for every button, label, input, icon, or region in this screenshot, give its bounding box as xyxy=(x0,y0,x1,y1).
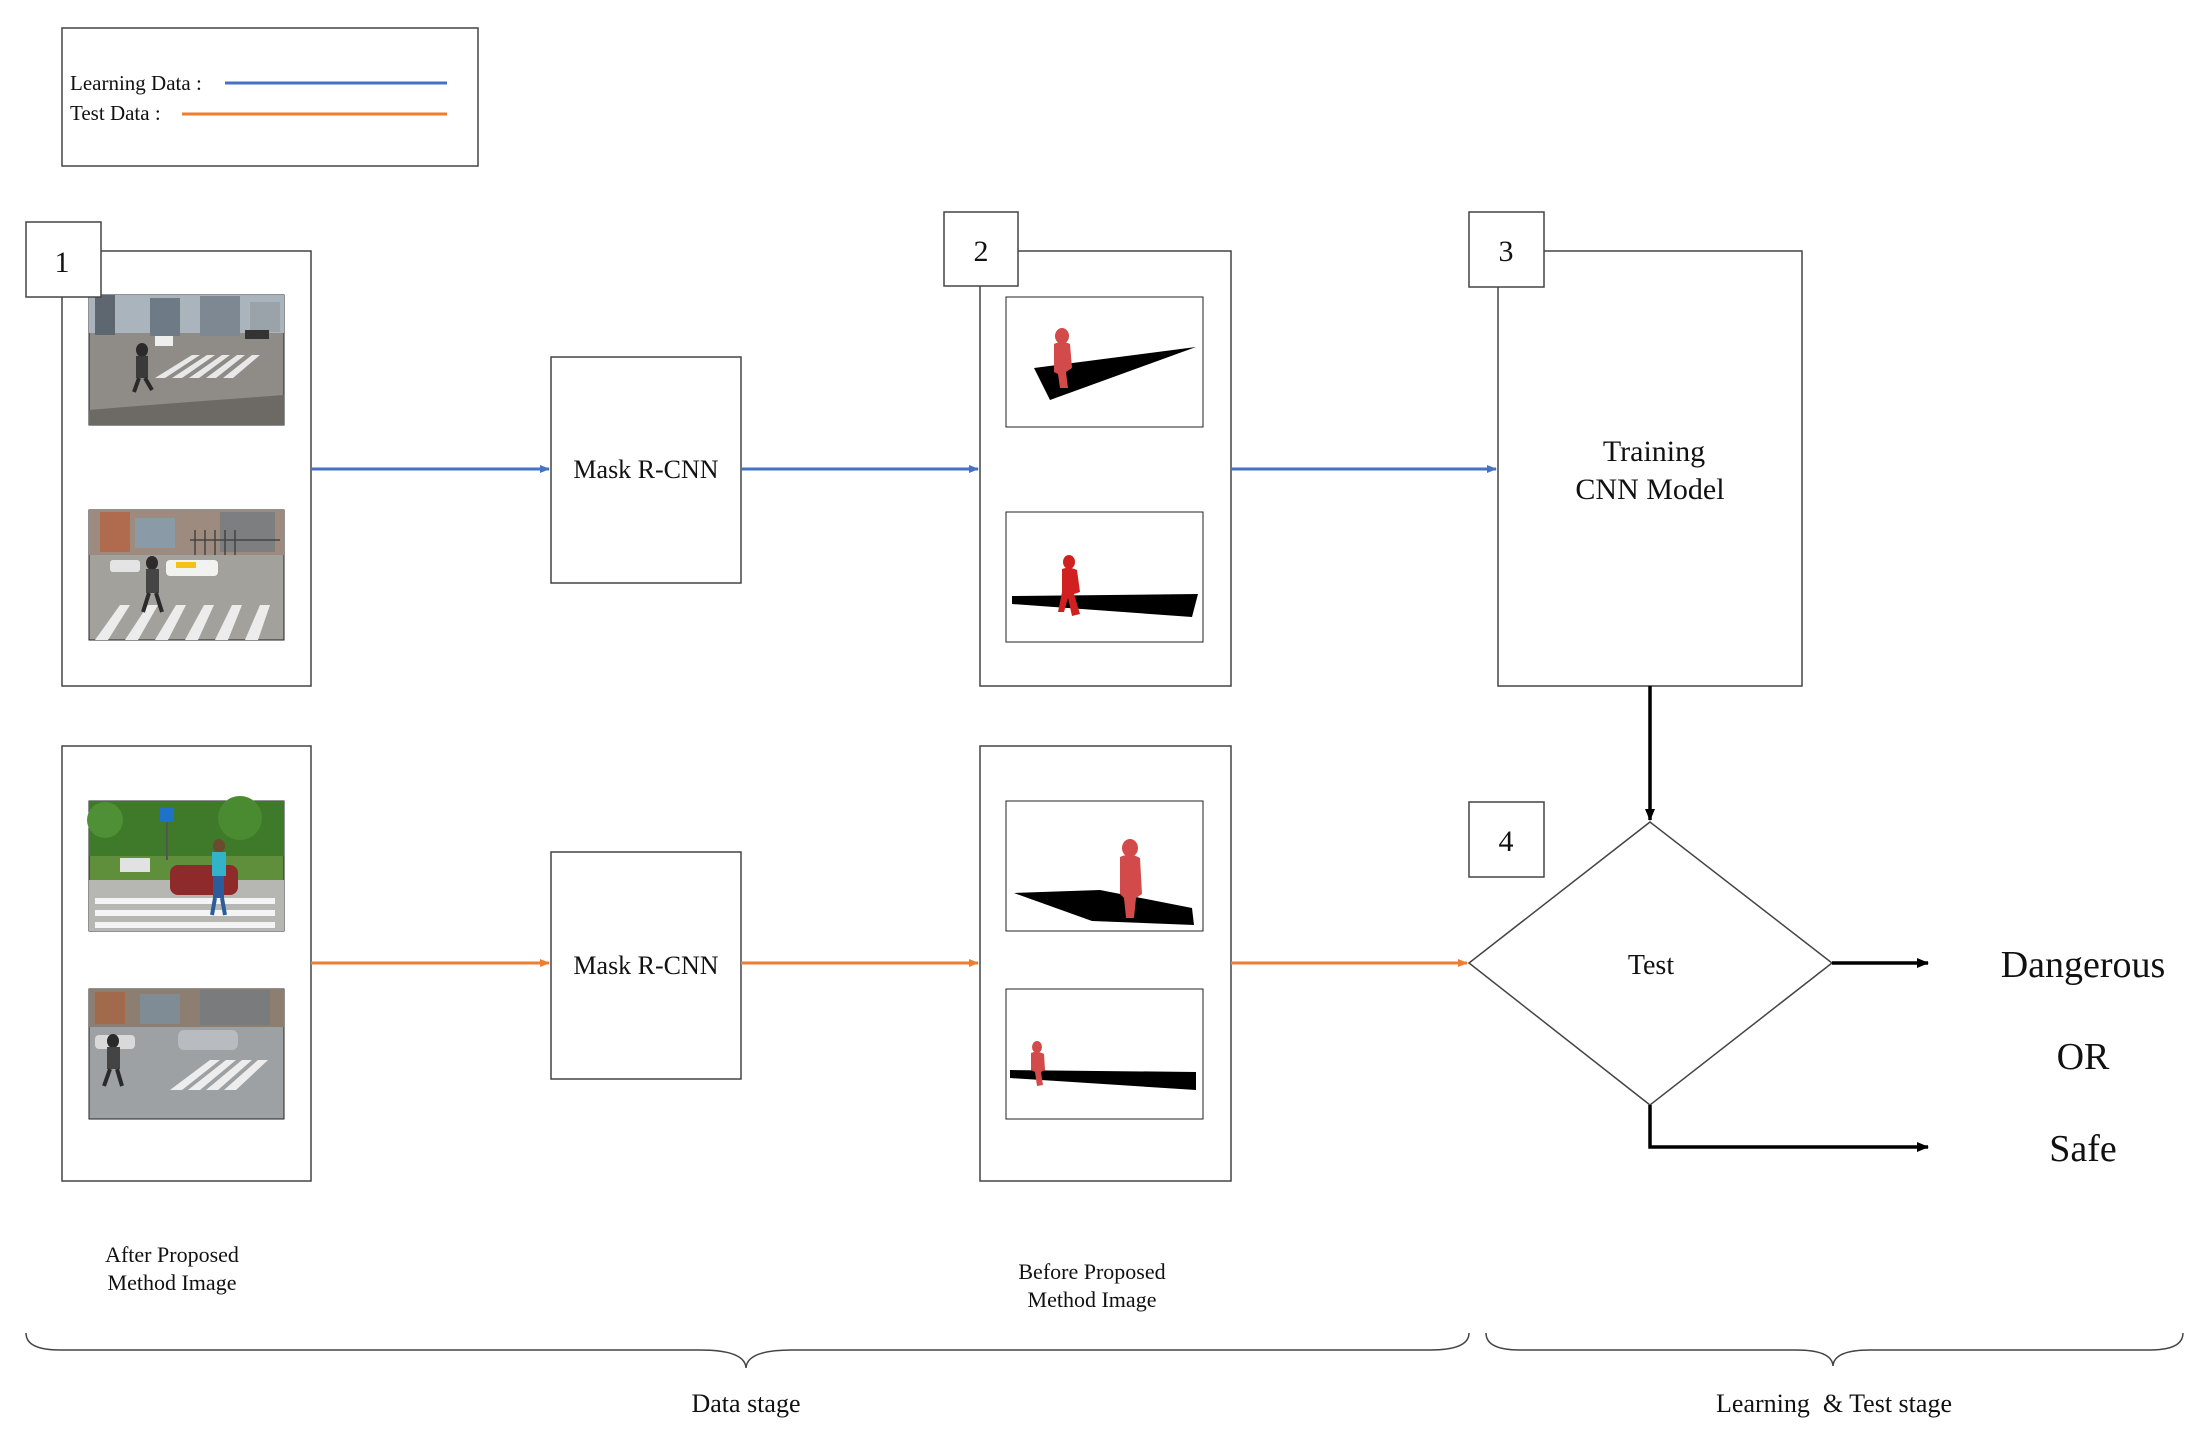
svg-text:Mask R-CNN: Mask R-CNN xyxy=(573,951,718,980)
svg-text:Test: Test xyxy=(1628,950,1674,981)
caption-before-line1: Before Proposed xyxy=(1018,1259,1165,1284)
mask-image-4 xyxy=(1005,988,1204,1120)
svg-text:2: 2 xyxy=(974,235,989,268)
caption-after-line1: After Proposed xyxy=(105,1242,239,1267)
data-stage-brace xyxy=(25,1332,1470,1369)
outcome-safe: Safe xyxy=(2049,1128,2117,1170)
svg-text:3: 3 xyxy=(1499,235,1514,268)
caption-after-line2: Method Image xyxy=(108,1270,237,1295)
mask-rcnn-box-top: Mask R-CNN xyxy=(550,356,742,584)
svg-text:1: 1 xyxy=(55,246,70,279)
street-photo-4 xyxy=(88,988,285,1120)
step-badge-1: 1 xyxy=(25,221,102,298)
panel-test-images xyxy=(61,745,312,1182)
mask-rcnn-box-bottom: Mask R-CNN xyxy=(550,851,742,1080)
training-line2: CNN Model xyxy=(1575,473,1724,506)
legend-test-label: Test Data : xyxy=(70,101,161,125)
mask-image-1 xyxy=(1005,296,1204,428)
caption-before-line2: Method Image xyxy=(1028,1287,1157,1312)
step-badge-3: 3 xyxy=(1468,211,1545,288)
decision-arrows xyxy=(1645,686,1929,1152)
step-badge-2: 2 xyxy=(943,211,1019,287)
step-badge-4: 4 xyxy=(1468,801,1545,878)
training-cnn-box: Training CNN Model xyxy=(1497,250,1803,687)
mask-image-3 xyxy=(1005,800,1204,932)
learning-test-stage-label: Learning & Test stage xyxy=(1716,1389,1952,1418)
data-stage-label: Data stage xyxy=(691,1389,800,1418)
street-photo-3 xyxy=(87,796,285,932)
learning-test-stage-brace xyxy=(1485,1332,2184,1367)
mask-image-2 xyxy=(1005,511,1204,643)
legend-learning-label: Learning Data : xyxy=(70,71,202,95)
panel-segmented-test xyxy=(979,745,1232,1182)
legend: Learning Data : Test Data : xyxy=(61,27,479,167)
outcome-or: OR xyxy=(2057,1036,2110,1078)
test-decision-diamond: Test xyxy=(1467,821,1834,1106)
panel-learning-images xyxy=(61,250,312,687)
svg-text:Mask R-CNN: Mask R-CNN xyxy=(573,455,718,484)
training-line1: Training xyxy=(1603,435,1705,468)
outcome-dangerous: Dangerous xyxy=(2001,944,2166,986)
street-photo-2 xyxy=(88,509,285,641)
street-photo-1 xyxy=(88,294,285,426)
svg-text:4: 4 xyxy=(1499,825,1514,858)
panel-segmented-learning xyxy=(979,250,1232,687)
